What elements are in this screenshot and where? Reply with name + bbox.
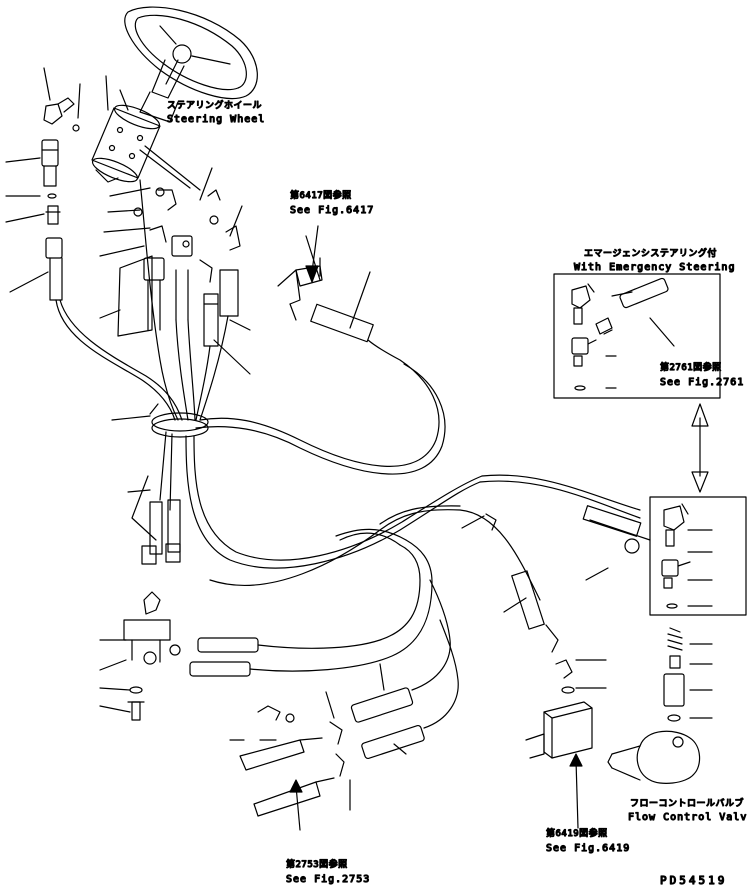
ref-6419-en-label: See Fig.6419 xyxy=(546,843,630,854)
steering-wheel-jp-label: ステアリングホイール xyxy=(167,99,262,111)
pipes-2753 xyxy=(239,737,335,817)
emergency-jp-label: エマージェンシステアリング付 xyxy=(584,247,717,259)
lower-hoses xyxy=(141,431,641,569)
emergency-en-label: With Emergency Steering xyxy=(574,262,735,273)
lower-mid-hoses xyxy=(257,579,459,777)
flow-valve-jp-label: フローコントロールバルブ xyxy=(630,797,744,809)
ref-2761-jp-label: 第2761図参照 xyxy=(660,361,722,373)
ref-6419-jp-label: 第6419図参照 xyxy=(546,827,608,839)
flow-control-valve xyxy=(607,627,701,784)
left-fittings xyxy=(41,97,80,301)
flow-valve-en-label: Flow Control Valve xyxy=(628,812,747,823)
hose-bundle xyxy=(55,179,241,421)
steering-wheel-en-label: Steering Wheel xyxy=(167,114,265,125)
ref-6417-jp-label: 第6417図参照 xyxy=(290,189,352,201)
flow-valve-box xyxy=(649,496,747,616)
ref-2761-en-label: See Fig.2761 xyxy=(660,377,744,388)
hose-clamp xyxy=(149,403,209,438)
drawing-code: PD54519 xyxy=(660,874,727,887)
steering-wheel xyxy=(124,6,258,100)
double-arrow xyxy=(691,403,709,493)
emergency-steering-box xyxy=(553,273,721,399)
hose-long-right xyxy=(209,505,651,653)
ref-6417-en-label: See Fig.6417 xyxy=(290,205,374,216)
ref-2753-jp-label: 第2753図参照 xyxy=(286,858,348,870)
leader-lines xyxy=(5,67,713,811)
lower-left-parts xyxy=(123,591,181,721)
reference-arrows xyxy=(289,225,583,831)
hose-to-6417 xyxy=(195,265,446,475)
block-6419 xyxy=(525,659,593,759)
mid-hoses xyxy=(189,528,433,677)
ref-2753-en-label: See Fig.2753 xyxy=(286,874,370,885)
steering-column xyxy=(91,59,201,191)
